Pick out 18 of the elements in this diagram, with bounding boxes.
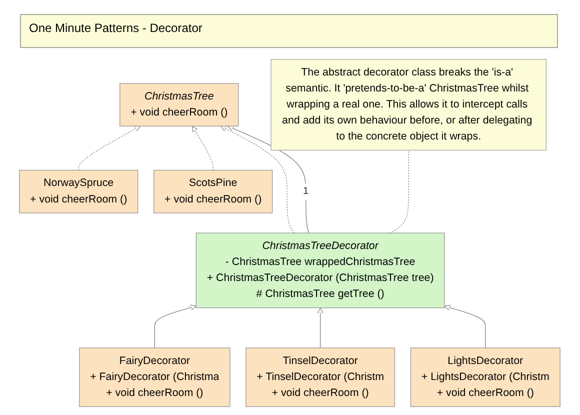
node-box: ScotsPine + void cheerRoom () [154, 170, 273, 214]
node-box: NorwaySpruce + void cheerRoom () [19, 170, 138, 214]
arrow [154, 304, 197, 348]
node-box: TinselDecorator + TinselDecorator (Christm + void cheerRoom () [246, 348, 396, 407]
title-note: One Minute Patterns - Decorator [20, 14, 558, 48]
arrow [192, 126, 214, 171]
node-box: ChristmasTree + void cheerRoom () [120, 83, 239, 126]
edge-label: 1 [303, 185, 309, 197]
node-box: FairyDecorator + FairyDecorator (Christma + void cheerRoom () [79, 348, 231, 407]
arrow [318, 308, 324, 348]
connector [390, 150, 410, 234]
arrow [78, 126, 141, 171]
node-box: LightsDecorator + LightsDecorator (Christm + void cheerRoom () [410, 348, 561, 407]
arrow [444, 304, 486, 348]
node-box: ChristmasTreeDecorator - ChristmasTree wrappedChristmasTree + ChristmasTreeDecorator (ChristmasTree tree) # ChristmasTree getTree () [196, 232, 446, 308]
node-box: The abstract decorator class breaks the 'is-a' semantic. It 'pretends-to-be-a' ChristmasTree whilst wrapping a real one. This allows it to intercept calls and add its own behaviour before, or after delegating to the concrete object it wraps. [270, 59, 547, 151]
arrow [228, 126, 310, 234]
arrow [220, 126, 295, 234]
